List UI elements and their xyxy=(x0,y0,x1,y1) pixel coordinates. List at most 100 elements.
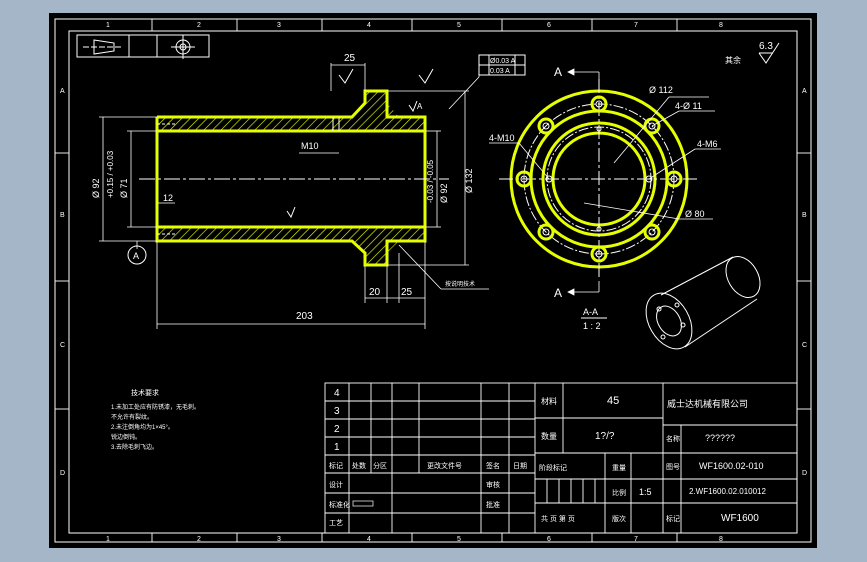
trim-frame xyxy=(54,18,812,543)
tech-req-line: 不允许有裂纹。 xyxy=(111,413,153,421)
cad-drawing: 1 2 3 4 5 6 7 8 1 2 3 4 5 6 7 8 A B C D … xyxy=(54,18,812,543)
dim-overall-length: 203 xyxy=(296,311,313,322)
dim-chamfer: 12 xyxy=(163,193,173,203)
code2-label: 标记 xyxy=(666,514,680,523)
drawing-no-2: 2.WF1600.02.010012 xyxy=(689,487,766,496)
drawing-no-3: WF1600 xyxy=(721,513,759,524)
dim-dia-outer: Ø 92 xyxy=(91,178,101,198)
dim-thread: M10 xyxy=(301,141,319,151)
dim-dia-outer-tol: +0.15 / +0.03 xyxy=(106,150,115,198)
dim-dia-bore: Ø 71 xyxy=(119,178,129,198)
isometric-view xyxy=(645,256,761,350)
rev-row-label: 3 xyxy=(334,406,340,417)
sign-row: 批准 xyxy=(486,500,500,509)
dim-flange-width: 25 xyxy=(344,53,356,64)
zone-number: 6 xyxy=(547,22,551,29)
zone-letter: D xyxy=(802,470,807,477)
header-col: 签名 xyxy=(486,461,500,470)
dim-holes-4phi11: 4-Ø 11 xyxy=(675,101,702,111)
zone-number: 1 xyxy=(106,536,110,543)
fcf-top-text: Ø0.03 A xyxy=(490,58,516,65)
header-col: 标记 xyxy=(329,461,343,470)
view-mark-left: A xyxy=(417,102,423,111)
qty-value: 1?/? xyxy=(595,431,615,442)
zone-letter: B xyxy=(802,212,807,219)
scale-label: 比例 xyxy=(612,488,626,497)
rev-row-label: 2 xyxy=(334,424,340,435)
zone-number: 4 xyxy=(367,536,371,543)
view-a-top: A xyxy=(554,65,562,79)
surface-marks xyxy=(286,68,434,219)
rev-row-label: 1 xyxy=(334,442,340,453)
zone-number: 5 xyxy=(457,536,461,543)
zone-numbers: 1 2 3 4 5 6 7 8 1 2 3 4 5 6 7 8 xyxy=(106,22,723,543)
view-a-bottom: A xyxy=(554,286,562,300)
tech-req-line: 锐边倒钝。 xyxy=(111,433,141,441)
zone-letter: C xyxy=(802,342,807,349)
zone-number: 3 xyxy=(277,536,281,543)
header-col: 分区 xyxy=(373,461,387,470)
zone-letter: D xyxy=(60,470,65,477)
zone-number: 7 xyxy=(634,22,638,29)
projection-symbol xyxy=(76,34,210,59)
zone-number: 7 xyxy=(634,536,638,543)
header-col: 处数 xyxy=(352,461,366,470)
header-col: 日期 xyxy=(513,462,527,470)
zone-number: 5 xyxy=(457,22,461,29)
title-block xyxy=(324,382,798,534)
sign-row: 审核 xyxy=(486,480,500,489)
dim-dia-80: Ø 80 xyxy=(685,209,705,219)
company-name: 威士达机械有限公司 xyxy=(667,398,748,409)
zone-number: 4 xyxy=(367,22,371,29)
zone-number: 2 xyxy=(197,536,201,543)
material-label: 材料 xyxy=(541,396,557,406)
zone-number: 3 xyxy=(277,22,281,29)
qty-label: 数量 xyxy=(541,431,557,441)
sheet-label: 共 页 第 页 xyxy=(541,514,575,523)
code-label: 图号 xyxy=(666,463,680,471)
rev-row-label: 4 xyxy=(334,388,340,399)
material-value: 45 xyxy=(607,395,619,407)
fcf-bottom-text: 0.03 A xyxy=(490,68,510,75)
zone-number: 8 xyxy=(719,536,723,543)
tech-req-line: 3.去除毛刺飞边。 xyxy=(111,443,158,451)
header-col: 更改文件号 xyxy=(427,461,462,470)
zone-letter: A xyxy=(60,88,65,95)
zone-letter: A xyxy=(802,88,807,95)
sheet-label2: 版次 xyxy=(612,514,626,523)
roughness-label: 其余 xyxy=(725,55,741,65)
zone-number: 6 xyxy=(547,536,551,543)
zone-number: 1 xyxy=(106,22,110,29)
roughness-value: 6.3 xyxy=(759,41,773,52)
tech-req-line: 1.未加工处应有防锈漆，无毛刺。 xyxy=(111,403,200,411)
dim-dia-112: Ø 112 xyxy=(649,85,673,95)
tech-req-line: 2.未注倒角均为1×45°。 xyxy=(111,423,174,431)
zone-letter: B xyxy=(60,212,65,219)
end-view: A A Ø 112 4-Ø 11 4-M6 4-M10 Ø 80 A-A 1 :… xyxy=(489,65,721,331)
name-value: ?????? xyxy=(705,433,735,443)
sign-row: 标准化 xyxy=(329,500,350,509)
dim-holes-4m10: 4-M10 xyxy=(489,133,515,143)
dim-holes-4m6: 4-M6 xyxy=(697,139,718,149)
dim-dia-flange: Ø 132 xyxy=(464,168,474,193)
sign-row: 设计 xyxy=(329,480,343,489)
dim-flange-offset: 20 xyxy=(369,287,381,298)
main-section-view xyxy=(139,89,449,267)
zone-number: 2 xyxy=(197,22,201,29)
weight-label: 重量 xyxy=(612,464,626,472)
main-dimensions xyxy=(99,63,489,329)
roughness-symbol xyxy=(758,42,780,64)
name-label: 名称 xyxy=(666,434,680,443)
title-block-text: 4 3 2 1 标记 处数 分区 更改文件号 签名 日期 设计 标准化 审核 工… xyxy=(329,388,766,527)
zone-number: 8 xyxy=(719,22,723,29)
zone-letters: A B C D A B C D xyxy=(60,88,807,477)
scale-value: 1:5 xyxy=(639,487,652,497)
datum-circle xyxy=(127,245,147,265)
stage-label: 阶段标记 xyxy=(539,463,567,472)
drawing-sheet: 1 2 3 4 5 6 7 8 1 2 3 4 5 6 7 8 A B C D … xyxy=(49,13,817,548)
sign-row: 工艺 xyxy=(329,519,343,527)
dim-bore-tol: -0.03 / -0.05 xyxy=(426,159,435,203)
tech-requirements: 技术要求 1.未加工处应有防锈漆，无毛刺。 不允许有裂纹。 2.未注倒角均为1×… xyxy=(111,388,200,451)
leader-note: 按说明技术 xyxy=(445,280,475,288)
section-label: A-A xyxy=(583,307,598,317)
